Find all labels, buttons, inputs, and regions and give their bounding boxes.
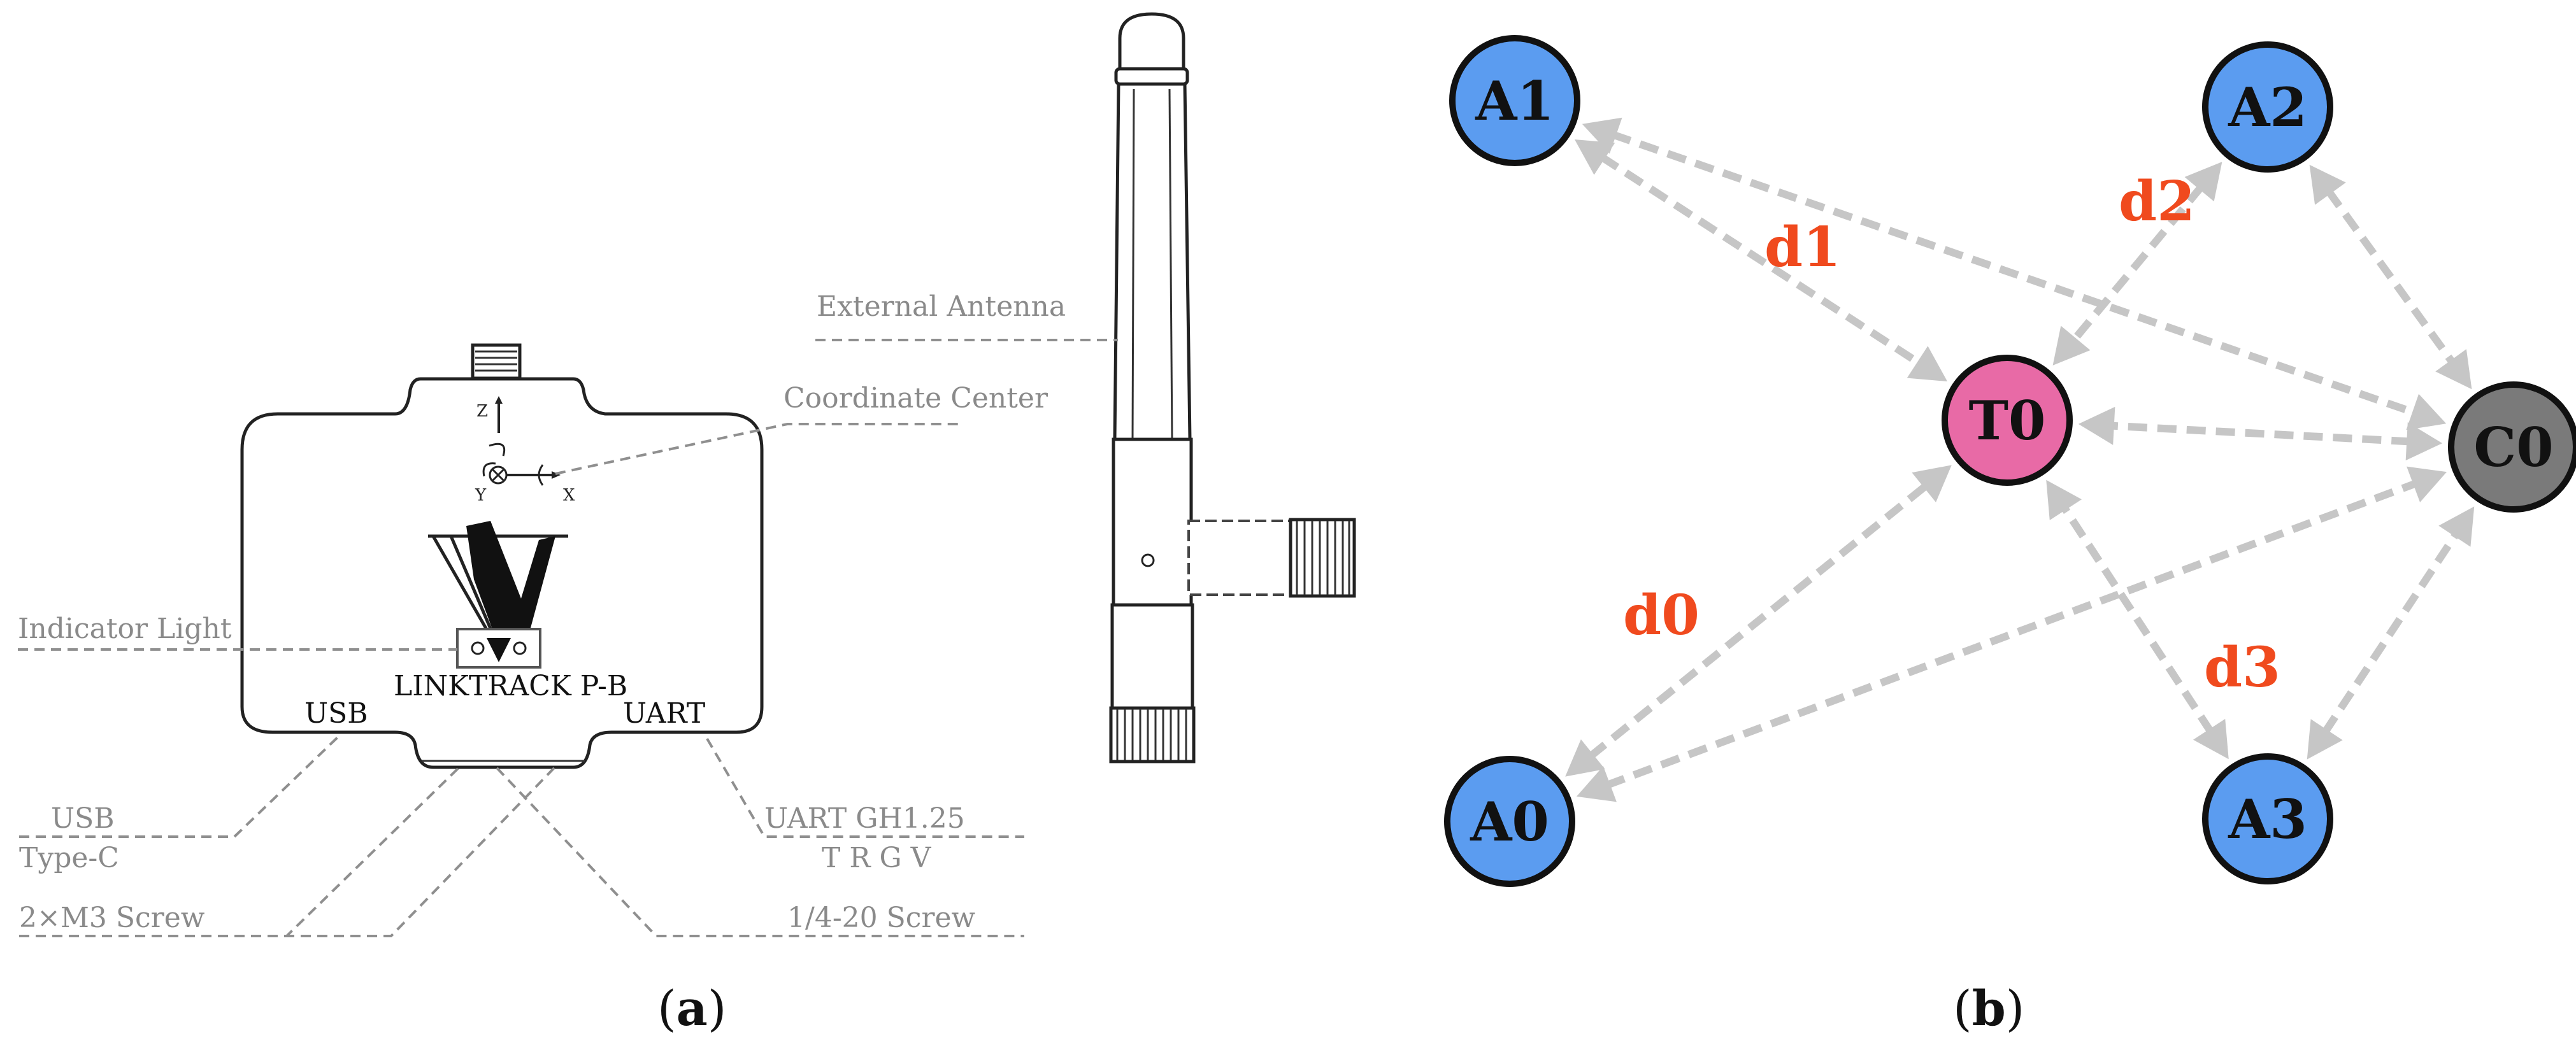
node-circle [1444, 756, 1575, 887]
indicator-light [456, 628, 541, 669]
edge-A1-C0 [1582, 117, 2447, 430]
port-usb-label: USB [304, 697, 368, 730]
edge-arrowhead [2046, 479, 2082, 521]
axis-x-label: X [563, 486, 575, 505]
edge-arrowhead [2406, 394, 2447, 430]
node-C0: C0 [2448, 381, 2576, 513]
indicator-light-label: Indicator Light [18, 613, 232, 645]
top-connector [471, 343, 522, 380]
x-axis-arrow [552, 471, 561, 479]
edge-line [2321, 530, 2460, 735]
type-c-label: Type-C [19, 842, 119, 874]
node-label: A1 [1475, 69, 1554, 132]
m3-screw-label: 2×M3 Screw [19, 902, 205, 934]
edge-arrowhead [1565, 739, 1605, 777]
z-rotation-icon [489, 443, 506, 457]
node-label: C0 [2473, 416, 2553, 479]
edge-arrowhead [1907, 346, 1948, 381]
node-label: A0 [1470, 790, 1549, 853]
node-A2: A2 [2202, 41, 2333, 173]
edge-arrowhead [1576, 766, 1617, 802]
x-rotation-icon [538, 464, 544, 486]
node-circle [1449, 35, 1580, 166]
node-label: A2 [2228, 76, 2307, 139]
edge-arrowhead [2405, 422, 2443, 461]
edge-arrowhead [2193, 718, 2229, 760]
edge-arrowhead [2052, 325, 2091, 365]
distance-label-d1: d1 [1764, 215, 1841, 280]
edge-A2-T0 [2052, 162, 2222, 365]
edge-arrowhead [1582, 117, 1622, 154]
edge-arrowhead [1912, 465, 1952, 502]
node-circle [2448, 381, 2576, 513]
edge-arrowhead [2309, 164, 2346, 205]
distance-label-d3: d3 [2204, 635, 2280, 700]
node-circle [1942, 355, 2073, 486]
node-circle [2202, 753, 2333, 884]
panel-a: Z Y X LINKTRACK P-B USB UART [18, 12, 1356, 1037]
y-rotation-icon [482, 462, 496, 477]
edge-A2-C0 [2309, 164, 2472, 390]
distance-label-d2: d2 [2119, 169, 2195, 234]
edge-line [2325, 188, 2456, 366]
trgv-label: T R G V [822, 842, 932, 874]
quarter-screw-label: 1/4-20 Screw [787, 902, 976, 934]
node-T0: T0 [1942, 355, 2073, 486]
coordinate-center-label: Coordinate Center [784, 382, 1048, 415]
edge-A0-C0 [1576, 466, 2447, 802]
edge-A3-C0 [2307, 506, 2475, 760]
node-label: T0 [1969, 389, 2046, 452]
edge-arrowhead [2438, 506, 2475, 547]
uart-gh-label: UART GH1.25 [764, 802, 965, 835]
axis-z-label: Z [476, 402, 488, 421]
usb-label: USB [51, 802, 115, 835]
edge-arrowhead [2078, 406, 2115, 445]
port-uart-label: UART [623, 697, 705, 730]
edge-line [1587, 482, 1929, 760]
edge-A1-T0 [1574, 139, 1948, 381]
node-A1: A1 [1449, 35, 1580, 166]
node-A3: A3 [2202, 753, 2333, 884]
edge-line [1599, 153, 1923, 367]
caption-a: (a) [657, 980, 727, 1037]
edge-A0-T0 [1565, 465, 1952, 777]
leader-lines [18, 339, 1118, 937]
edge-arrowhead [2307, 719, 2343, 760]
edge-line [1611, 131, 2417, 417]
caption-b: (b) [1953, 980, 2024, 1037]
edge-line [2110, 422, 2411, 446]
external-antenna-label: External Antenna [817, 290, 1066, 323]
device-name-label: LINKTRACK P-B [394, 670, 627, 702]
top-connector-thread [475, 350, 517, 372]
edge-C0-T0 [2078, 406, 2443, 461]
edge-A3-T0 [2046, 479, 2229, 760]
external-antenna [1109, 12, 1356, 763]
node-label: A3 [2228, 788, 2307, 851]
edge-layer [1565, 117, 2475, 802]
edge-line [2070, 183, 2205, 344]
edge-line [2060, 504, 2215, 735]
z-axis-arrow [495, 396, 503, 404]
distance-label-d0: d0 [1623, 583, 1699, 648]
edge-arrowhead [2435, 349, 2472, 390]
coordinate-axes-icon: Z Y X [475, 396, 575, 505]
node-A0: A0 [1444, 756, 1575, 887]
axis-y-label: Y [475, 486, 487, 505]
edge-line [1605, 479, 2419, 789]
edge-arrowhead [2184, 162, 2222, 202]
edge-arrowhead [2407, 466, 2447, 502]
node-circle [2202, 41, 2333, 173]
